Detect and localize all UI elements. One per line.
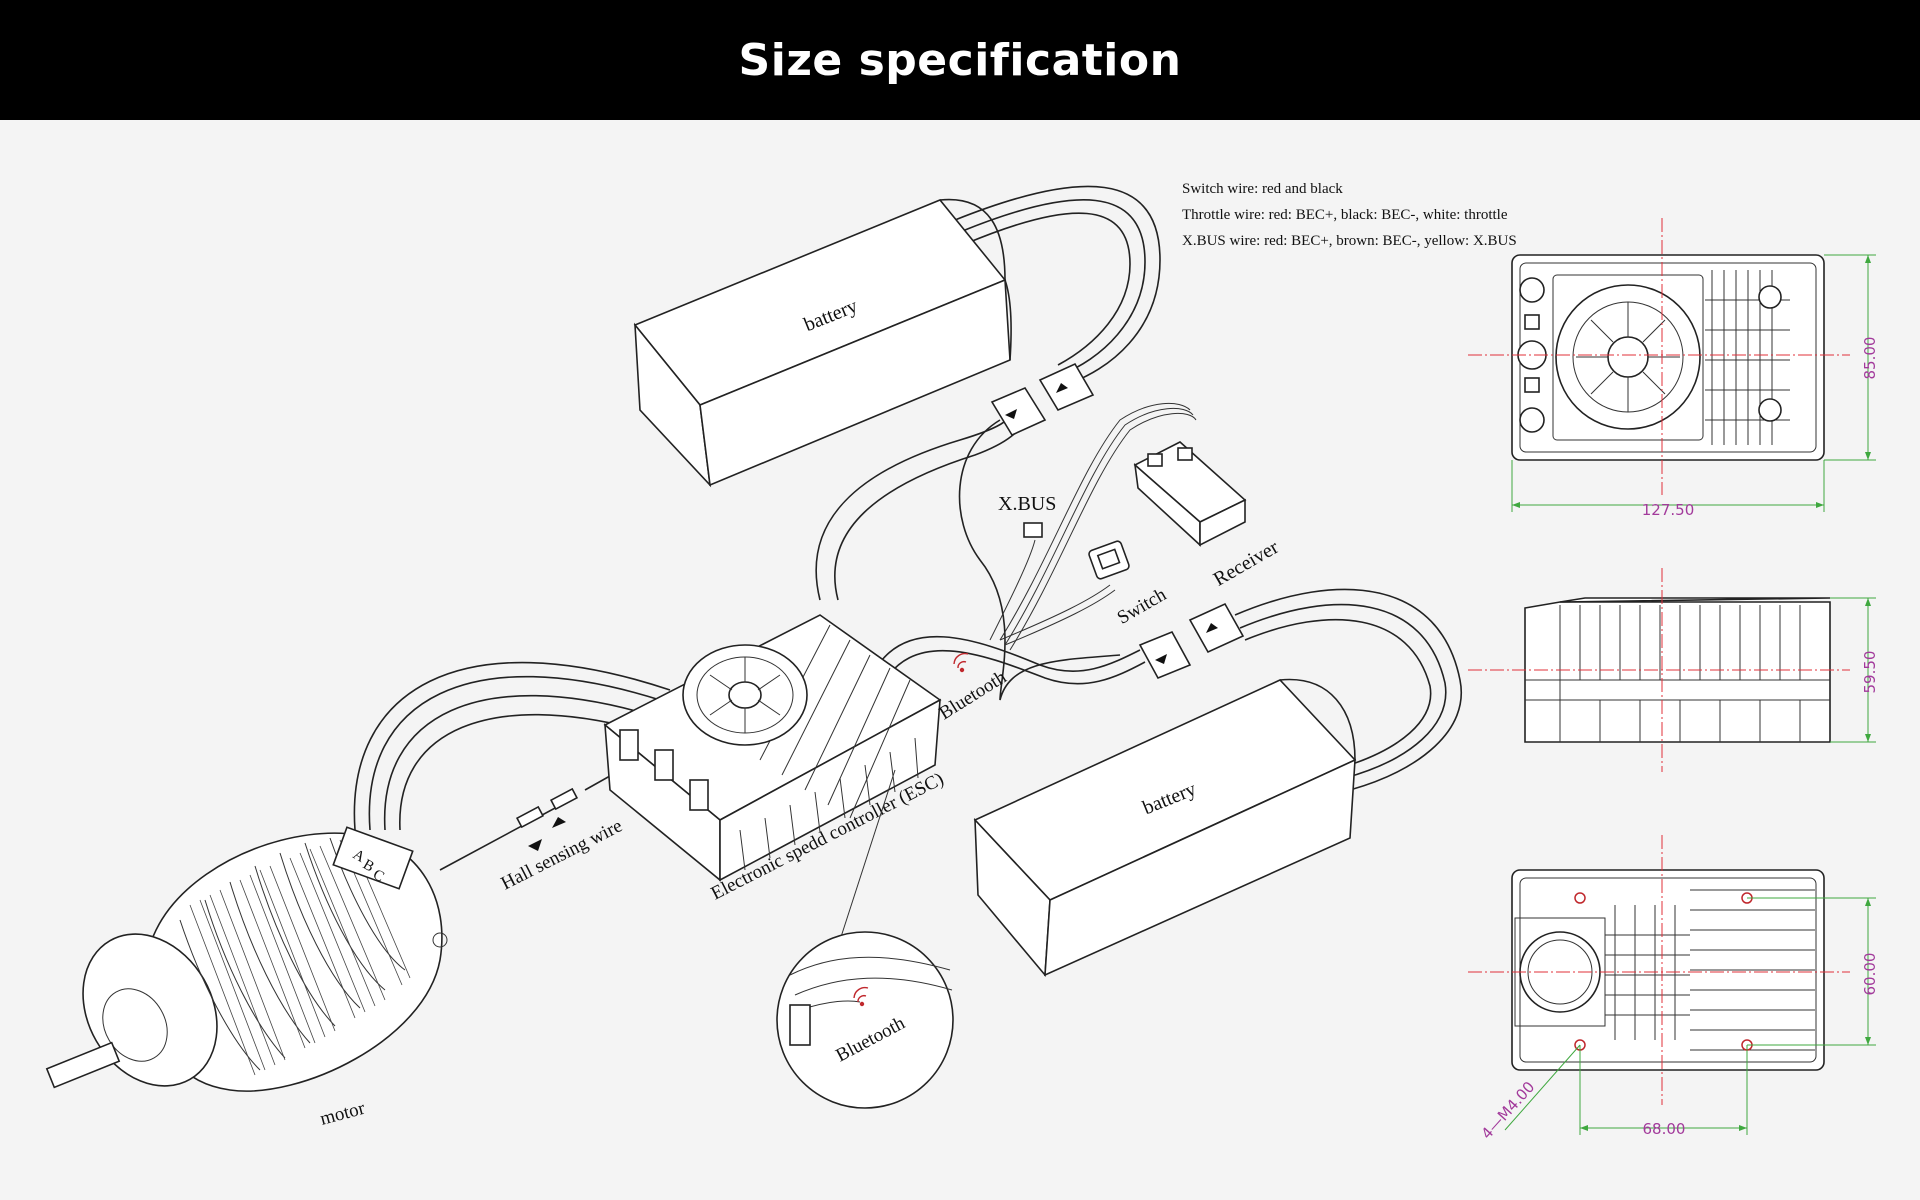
top-view: 127.50 85.00 <box>1468 218 1879 519</box>
esc-to-top-battery-wires <box>815 409 1026 601</box>
top-width-dimension: 127.50 <box>1642 501 1695 519</box>
header-bar: Size specification <box>0 0 1920 120</box>
switch-label: Switch <box>1114 584 1171 629</box>
connector-bottom-left <box>1138 630 1192 680</box>
xbus-connector: X.BUS <box>998 493 1056 538</box>
connector-top-left <box>990 386 1047 437</box>
bottom-view: 60.00 68.00 4—M4.00 <box>1468 835 1879 1143</box>
bluetooth-label: Bluetooth <box>936 666 1011 724</box>
xbus-label: X.BUS <box>998 493 1056 515</box>
connector-bottom-right <box>1188 602 1245 654</box>
esc-body: Electronic spedd controller (ESC) <box>603 614 947 904</box>
bottom-battery-wires <box>1234 588 1463 791</box>
screw-spec-dimension: 4—M4.00 <box>1478 1078 1539 1143</box>
side-view: 59.50 <box>1468 568 1879 772</box>
esc-to-bottom-battery-wires <box>869 635 1146 691</box>
note-switch-wire: Switch wire: red and black <box>1182 181 1343 197</box>
bottom-hole-width-dimension: 68.00 <box>1643 1120 1686 1138</box>
top-height-dimension: 85.00 <box>1861 337 1879 380</box>
bluetooth-zoom: Bluetooth <box>776 769 954 1109</box>
battery-bottom: battery <box>973 678 1357 978</box>
bottom-hole-height-dimension: 60.00 <box>1861 953 1879 996</box>
note-throttle-wire: Throttle wire: red: BEC+, black: BEC-, w… <box>1182 207 1508 223</box>
side-height-dimension: 59.50 <box>1861 651 1879 694</box>
receiver-wires <box>989 402 1197 651</box>
motor: A B C motor <box>45 826 448 1130</box>
motor-phase-wires <box>353 661 671 831</box>
hall-sensor-wire <box>439 744 666 871</box>
page-title: Size specification <box>738 34 1182 86</box>
wire-notes: Switch wire: red and black Throttle wire… <box>1182 176 1517 254</box>
bluetooth-indicator: Bluetooth <box>936 652 1011 724</box>
connector-top-right <box>1038 362 1095 412</box>
receiver-module: Receiver <box>1133 441 1283 591</box>
receiver-label: Receiver <box>1210 536 1283 591</box>
battery-top: battery <box>633 198 1012 488</box>
hall-label: Hall sensing wire <box>498 815 626 894</box>
switch-module: Switch <box>1088 540 1170 629</box>
hall-annotation: Hall sensing wire <box>498 815 626 894</box>
motor-label: motor <box>318 1098 368 1130</box>
note-xbus-wire: X.BUS wire: red: BEC+, brown: BEC-, yell… <box>1182 233 1517 249</box>
